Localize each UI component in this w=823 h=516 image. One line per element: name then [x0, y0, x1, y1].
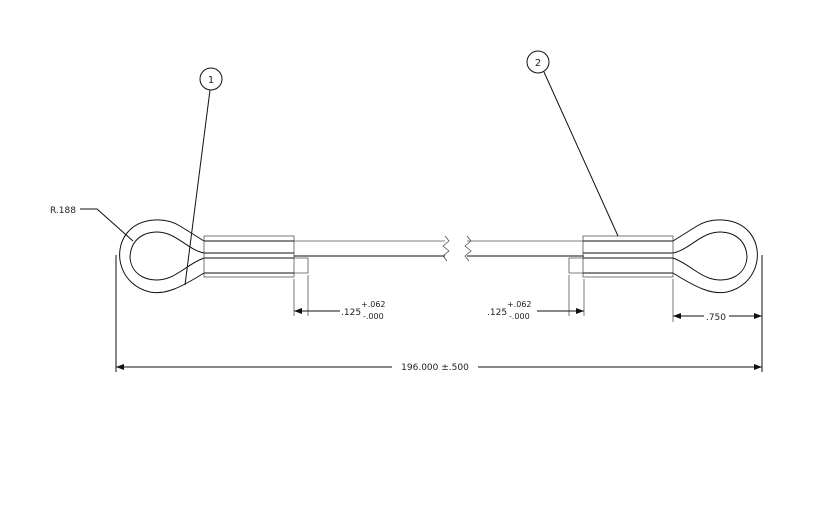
loop-length-dimension: .750	[672, 255, 763, 372]
balloon-2[interactable]: 2	[526, 50, 619, 237]
cable	[294, 235, 584, 262]
radius-dimension: R.188	[50, 206, 134, 242]
left-offset-upper-tol: +.062	[361, 300, 386, 309]
overall-length-dimension: 196.000 ±.500	[115, 255, 762, 373]
left-offset-value: .125	[341, 308, 361, 318]
radius-label: R.188	[50, 206, 76, 216]
left-cable-tail	[294, 257, 309, 274]
left-offset-lower-tol: -.000	[363, 312, 384, 321]
overall-length-value: 196.000 ±.500	[401, 363, 469, 373]
left-sleeve	[203, 235, 295, 278]
left-offset-dimension: .125 +.062 -.000	[293, 275, 386, 321]
right-offset-dimension: .125 +.062 -.000	[487, 275, 585, 321]
balloon-1-label: 1	[208, 75, 214, 86]
right-offset-lower-tol: -.000	[509, 312, 530, 321]
left-thimble-inner	[129, 231, 205, 281]
right-offset-upper-tol: +.062	[507, 300, 532, 309]
left-cable-end	[119, 219, 309, 294]
right-cable-end	[568, 219, 758, 294]
break-symbol-right	[464, 235, 472, 262]
balloon-2-label: 2	[535, 58, 541, 69]
loop-length-value: .750	[706, 313, 726, 323]
right-offset-value: .125	[487, 308, 507, 318]
left-thimble-outer	[119, 219, 205, 294]
break-symbol-left	[442, 235, 450, 262]
balloon-1[interactable]: 1	[184, 67, 223, 286]
